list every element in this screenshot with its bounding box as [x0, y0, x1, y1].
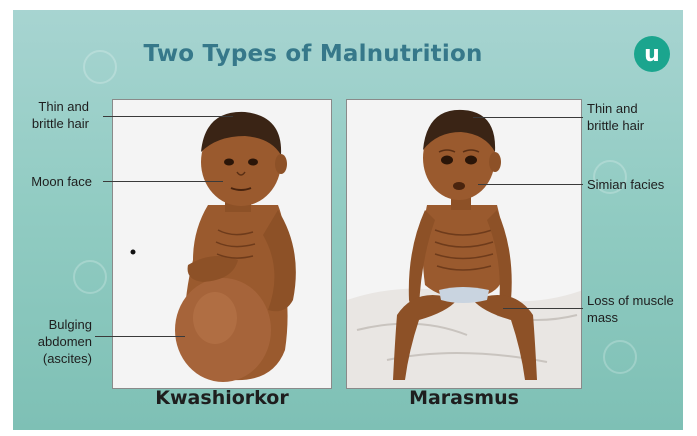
kwashiorkor-child-illustration [113, 100, 332, 389]
marasmus-child-illustration [347, 100, 582, 389]
leader-line [95, 336, 185, 337]
label-kwashiorkor-face: Moon face [13, 173, 92, 190]
label-kwashiorkor-abdomen: Bulging abdomen (ascites) [13, 316, 92, 367]
label-kwashiorkor-hair: Thin and brittle hair [13, 98, 89, 132]
label-marasmus-muscle: Loss of muscle mass [587, 292, 681, 326]
watermark-icon [603, 340, 637, 374]
watermark-icon [73, 260, 107, 294]
leader-line [478, 184, 583, 185]
marasmus-illustration-panel [346, 99, 582, 389]
brand-logo-icon: u [634, 36, 670, 72]
label-marasmus-face: Simian facies [587, 176, 681, 193]
leader-line [103, 116, 233, 117]
caption-kwashiorkor: Kwashiorkor [112, 387, 332, 409]
leader-line [103, 181, 223, 182]
page-title: Two Types of Malnutrition [13, 41, 613, 67]
leader-line [473, 117, 583, 118]
infographic-canvas: Two Types of Malnutrition u [13, 10, 683, 430]
leader-line [503, 308, 583, 309]
kwashiorkor-illustration-panel [112, 99, 332, 389]
label-marasmus-hair: Thin and brittle hair [587, 100, 681, 134]
caption-marasmus: Marasmus [346, 387, 582, 409]
